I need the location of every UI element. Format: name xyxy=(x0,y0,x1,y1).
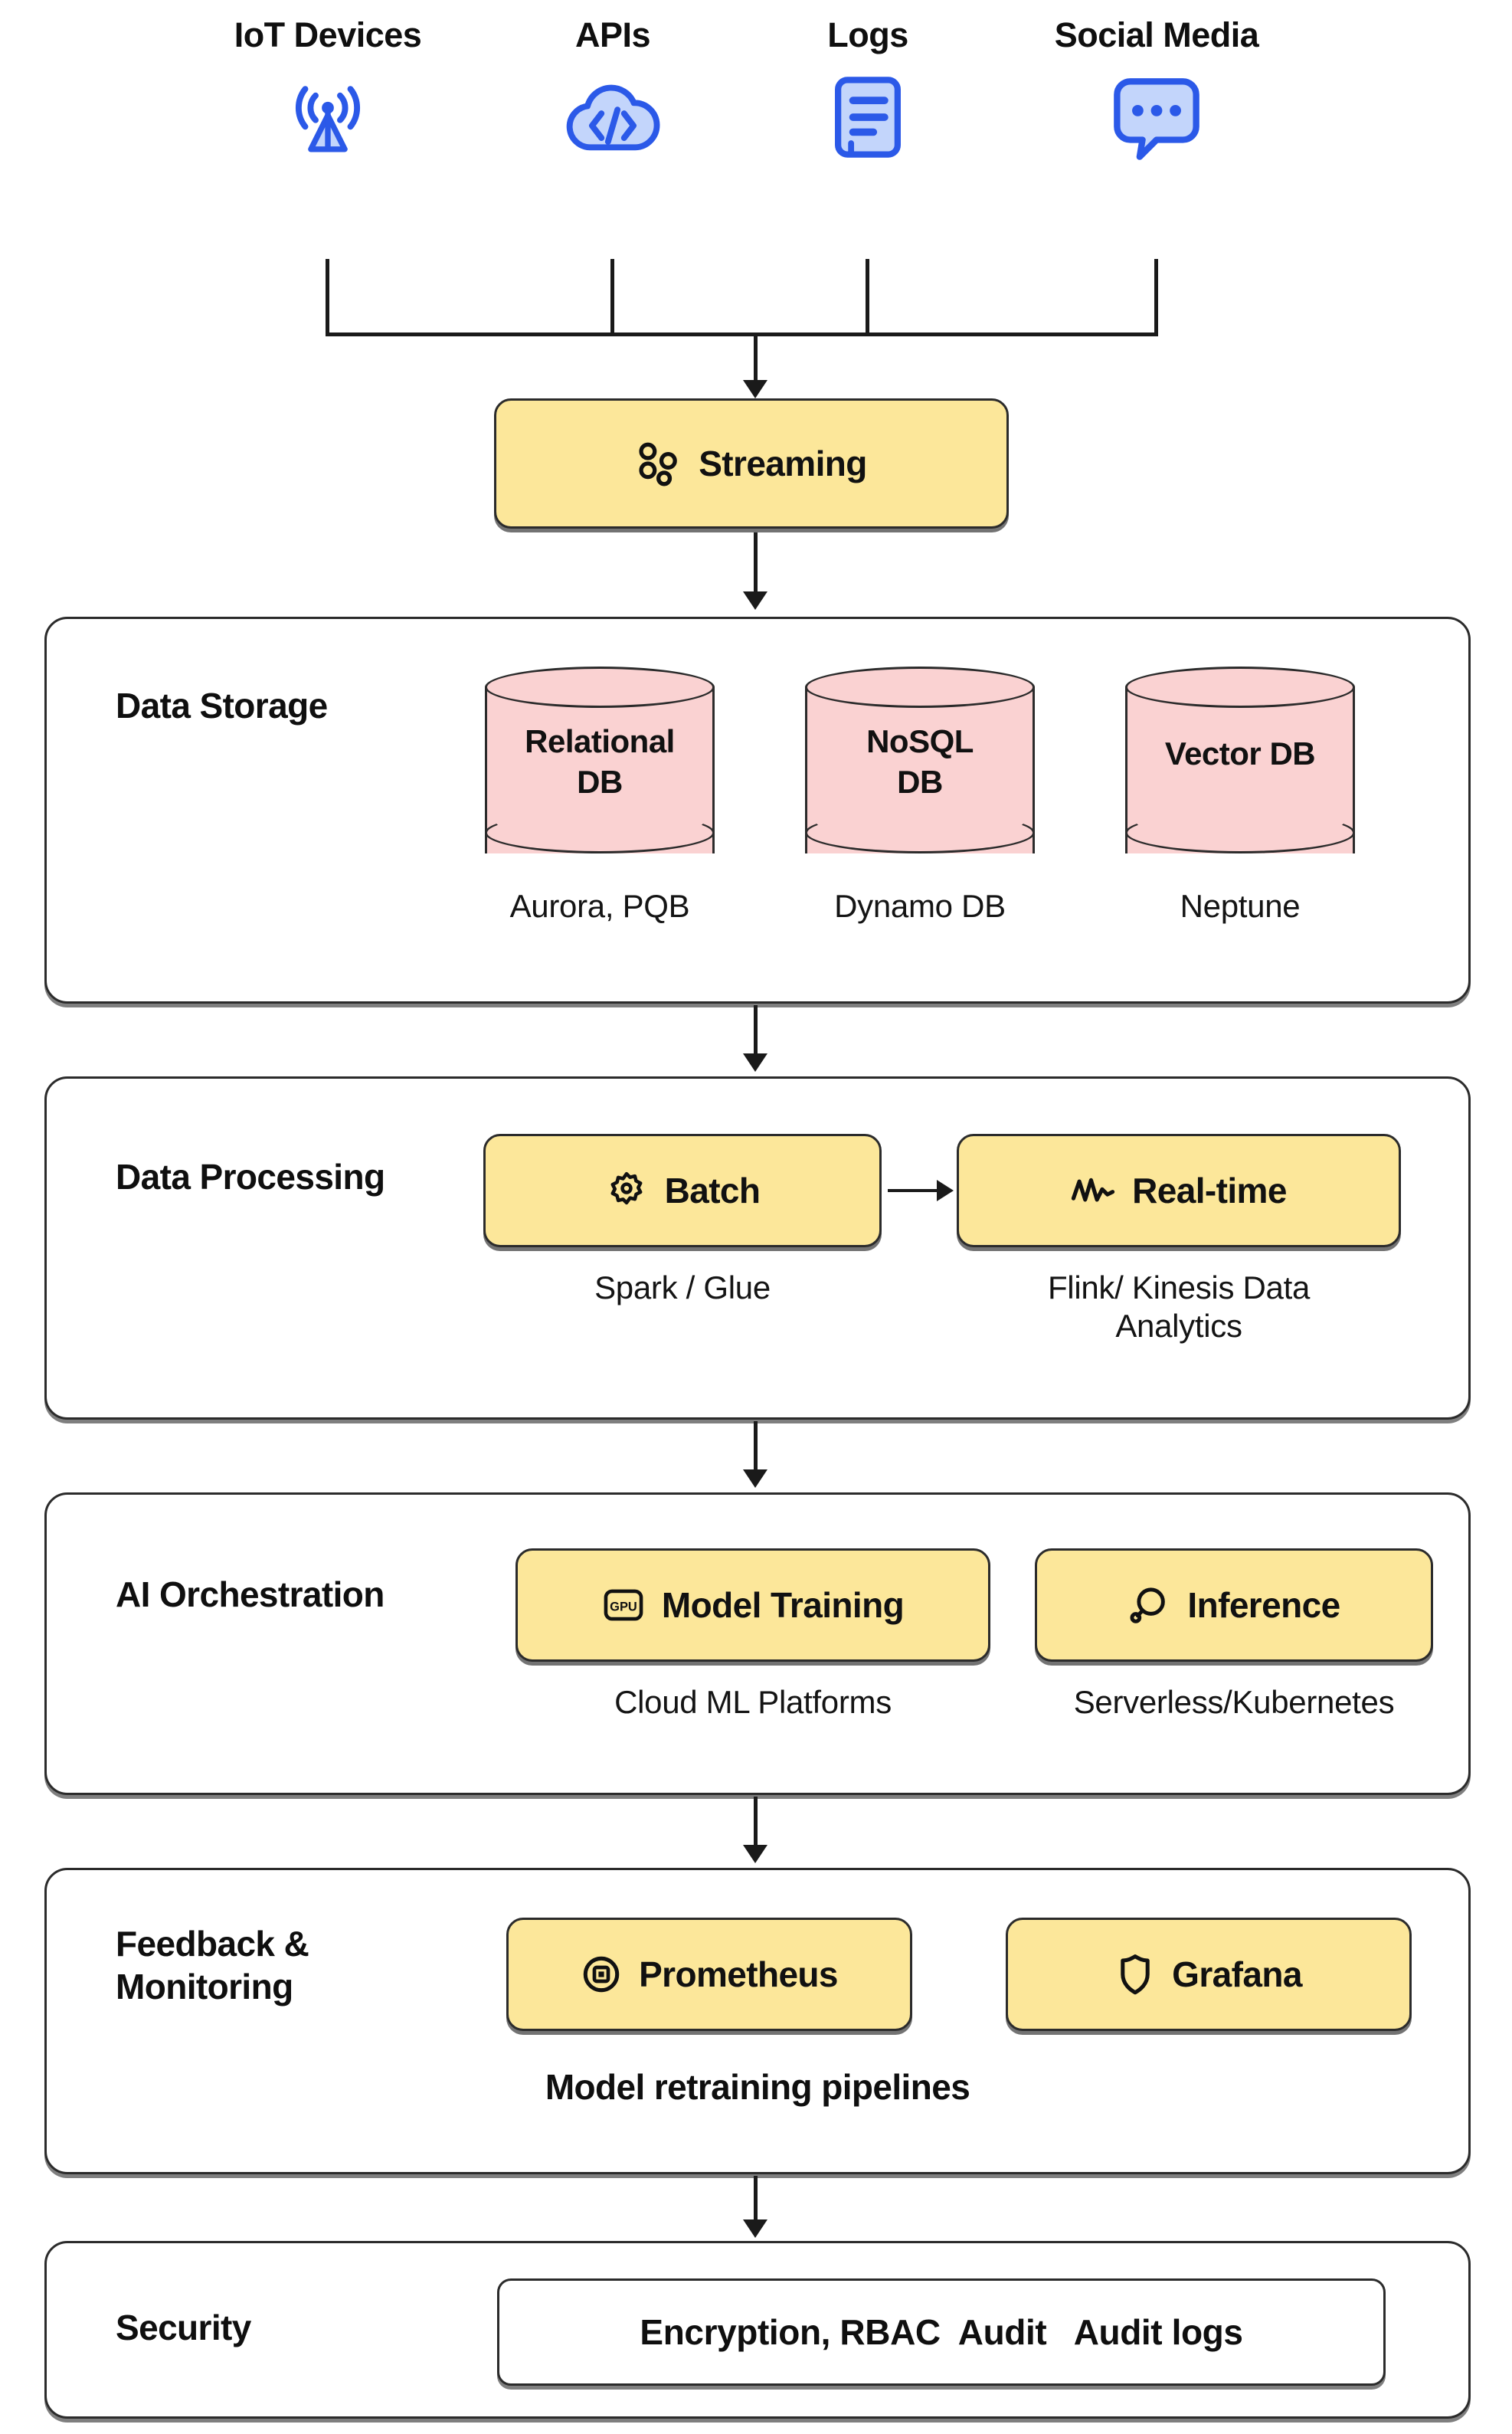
antenna-tower-icon xyxy=(213,72,443,162)
arrowhead-to-ai xyxy=(743,1469,767,1488)
datastore-label: Vector DB xyxy=(1164,735,1316,771)
cylinder-bottom xyxy=(485,812,715,853)
cylinder-top xyxy=(1125,667,1355,708)
arrowhead-batch-to-realtime xyxy=(937,1180,954,1201)
wire-streaming-to-storage xyxy=(754,532,758,598)
document-lines-icon xyxy=(753,72,983,162)
node-sublabel: Cloud ML Platforms xyxy=(614,1684,892,1720)
section-title: Data Storage xyxy=(116,686,328,726)
streaming-label: Streaming xyxy=(699,444,867,483)
security-controls-text: Encryption, RBAC Audit Audit logs xyxy=(640,2312,1243,2352)
chat-bubble-dots-icon xyxy=(1042,72,1271,162)
gear-icon xyxy=(605,1169,648,1212)
cylinder-top xyxy=(805,667,1035,708)
wire-bus-to-streaming xyxy=(754,333,758,386)
share-nodes-icon xyxy=(636,441,682,486)
source-iot-devices[interactable]: IoT Devices xyxy=(213,15,443,162)
wire-apis-drop xyxy=(610,259,614,336)
node-sublabel: Spark / Glue xyxy=(594,1269,771,1305)
source-logs[interactable]: Logs xyxy=(753,15,983,162)
wire-social-drop xyxy=(1154,259,1158,336)
section-title: Feedback & Monitoring xyxy=(116,1924,309,2007)
source-label: IoT Devices xyxy=(234,15,422,54)
node-label: Real-time xyxy=(1132,1171,1287,1210)
datastore-sublabel: Dynamo DB xyxy=(834,888,1006,924)
shield-icon xyxy=(1115,1954,1155,1995)
source-bus-line xyxy=(326,333,1158,336)
panel-ai-orchestration: AI Orchestration GPU Model Training Clou… xyxy=(44,1492,1471,1795)
wire-logs-drop xyxy=(866,259,869,336)
panel-feedback-monitoring: Feedback & Monitoring Prometheus Grafana… xyxy=(44,1868,1471,2174)
section-title: Security xyxy=(116,2308,251,2347)
wire-processing-to-ai xyxy=(754,1421,758,1481)
arrowhead-to-storage xyxy=(743,591,767,610)
arrowhead-to-streaming xyxy=(743,380,767,398)
node-prometheus[interactable]: Prometheus xyxy=(506,1918,912,2031)
wire-iot-drop xyxy=(326,259,329,336)
node-sublabel: Serverless/Kubernetes xyxy=(1073,1684,1395,1720)
wire-ai-to-feedback xyxy=(754,1797,758,1856)
source-label: Social Media xyxy=(1054,15,1259,54)
node-inference[interactable]: Inference xyxy=(1035,1548,1433,1662)
cylinder-bottom xyxy=(1125,812,1355,853)
panel-data-storage: Data Storage Relational DB Aurora, PQB N… xyxy=(44,617,1471,1004)
section-title: AI Orchestration xyxy=(116,1574,385,1614)
magnifier-icon xyxy=(1127,1584,1170,1626)
source-apis[interactable]: APIs xyxy=(498,15,728,162)
node-label: Batch xyxy=(664,1171,761,1210)
svg-text:GPU: GPU xyxy=(610,1600,637,1613)
node-batch[interactable]: Batch xyxy=(483,1134,882,1247)
wire-batch-to-realtime xyxy=(888,1189,941,1192)
datastore-relational-db[interactable]: Relational DB xyxy=(485,667,715,873)
cylinder-top xyxy=(485,667,715,708)
datastore-sublabel: Aurora, PQB xyxy=(509,888,690,924)
datastore-sublabel: Neptune xyxy=(1180,888,1301,924)
data-sources-row: IoT Devices APIs xyxy=(0,15,1512,260)
node-label: Model Training xyxy=(661,1585,905,1625)
node-model-training[interactable]: GPU Model Training xyxy=(515,1548,990,1662)
wire-storage-to-processing xyxy=(754,1005,758,1065)
node-label: Grafana xyxy=(1172,1954,1302,1994)
panel-data-processing: Data Processing Batch Spark / Glue Real-… xyxy=(44,1076,1471,1420)
source-label: Logs xyxy=(827,15,908,54)
arrowhead-to-processing xyxy=(743,1053,767,1072)
arrowhead-to-security xyxy=(743,2219,767,2238)
node-grafana[interactable]: Grafana xyxy=(1006,1918,1412,2031)
node-sublabel: Flink/ Kinesis Data Analytics xyxy=(1047,1269,1311,1345)
source-label: APIs xyxy=(574,15,651,54)
gpu-chip-icon: GPU xyxy=(602,1587,645,1623)
node-real-time[interactable]: Real-time xyxy=(957,1134,1401,1247)
cloud-code-icon xyxy=(498,72,728,162)
security-controls-box[interactable]: Encryption, RBAC Audit Audit logs xyxy=(497,2278,1386,2386)
datastore-nosql-db[interactable]: NoSQL DB xyxy=(805,667,1035,873)
node-label: Inference xyxy=(1187,1585,1340,1625)
datastore-vector-db[interactable]: Vector DB xyxy=(1125,667,1355,873)
target-circle-icon xyxy=(581,1954,622,1995)
node-label: Prometheus xyxy=(639,1954,838,1994)
arrowhead-to-feedback xyxy=(743,1845,767,1863)
datastore-label: NoSQL DB xyxy=(866,723,974,800)
panel-security: Security Encryption, RBAC Audit Audit lo… xyxy=(44,2241,1471,2419)
datastore-label: Relational DB xyxy=(525,723,675,800)
cylinder-bottom xyxy=(805,812,1035,853)
feedback-footer-text: Model retraining pipelines xyxy=(545,2067,970,2107)
wire-feedback-to-security xyxy=(754,2176,758,2231)
activity-wave-icon xyxy=(1071,1174,1115,1207)
streaming-node[interactable]: Streaming xyxy=(494,398,1009,529)
source-social-media[interactable]: Social Media xyxy=(1042,15,1271,162)
section-title: Data Processing xyxy=(116,1157,385,1197)
